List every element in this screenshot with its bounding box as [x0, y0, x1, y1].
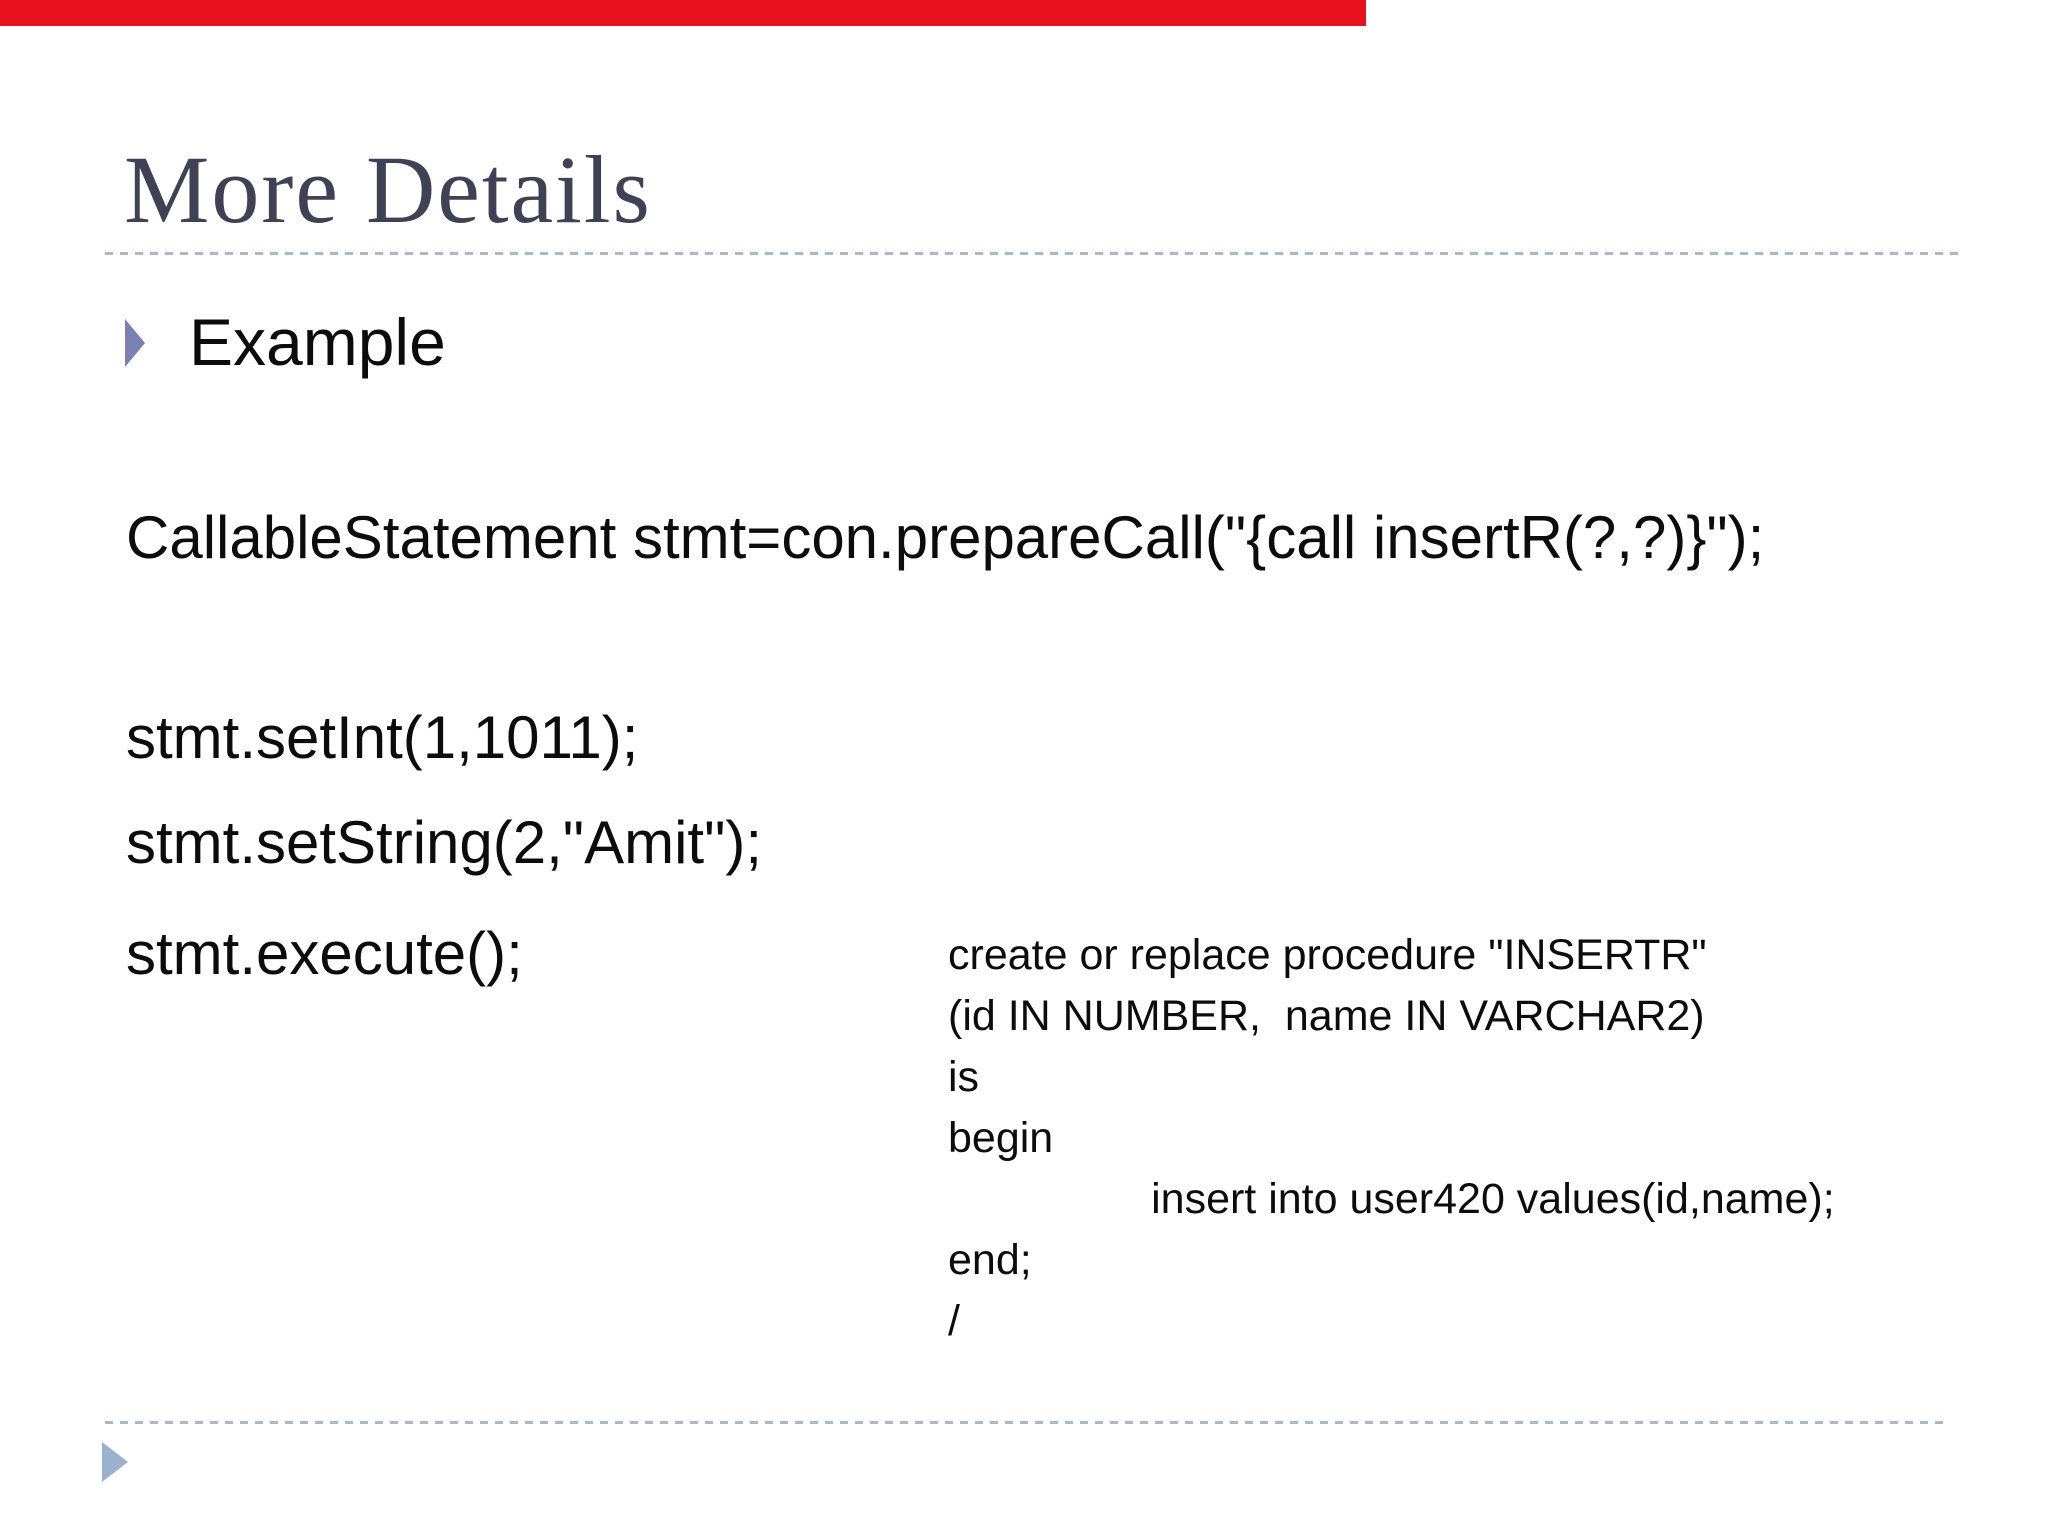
procedure-line: is [948, 1053, 980, 1101]
procedure-line: create or replace procedure "INSERTR" [948, 931, 1707, 979]
code-line-execute: stmt.execute(); [126, 920, 523, 987]
bullet-label: Example [189, 305, 446, 379]
bullet-triangle-icon [125, 318, 145, 367]
procedure-line: begin [948, 1114, 1054, 1162]
procedure-line: (id IN NUMBER, name IN VARCHAR2) [948, 992, 1705, 1040]
code-line-preparecall: CallableStatement stmt=con.prepareCall("… [126, 504, 1765, 571]
page-title: More Details [124, 136, 652, 243]
procedure-line: / [948, 1297, 960, 1345]
footer-triangle-icon [102, 1442, 128, 1482]
code-line-setstring: stmt.setString(2,"Amit"); [126, 809, 763, 876]
code-line-setint: stmt.setInt(1,1011); [126, 704, 639, 771]
title-underline-rule [105, 252, 1963, 255]
video-progress-bar [0, 0, 1366, 26]
bullet-item: Example [125, 300, 446, 386]
procedure-code-block: create or replace procedure "INSERTR" (i… [948, 925, 1835, 1352]
procedure-line: end; [948, 1236, 1032, 1284]
procedure-line: insert into user420 values(id,name); [948, 1175, 1835, 1223]
footer-rule [105, 1421, 1946, 1424]
